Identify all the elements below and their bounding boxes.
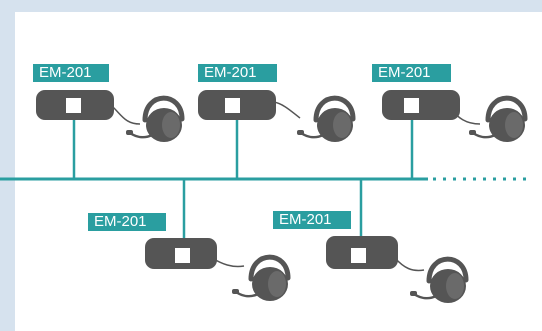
headset-icon: [410, 259, 466, 303]
unit-port: [175, 248, 190, 263]
station-1: [36, 90, 182, 142]
headset-icon: [126, 98, 182, 142]
unit-port: [66, 98, 81, 113]
station-2: [198, 90, 353, 142]
station-label: EM-201: [88, 213, 166, 231]
station-4: [145, 238, 288, 301]
headset-cable: [394, 257, 425, 272]
station-label: EM-201: [273, 211, 351, 229]
headset-cable: [112, 106, 141, 125]
station-label: EM-201: [33, 64, 109, 82]
unit-port: [351, 248, 366, 263]
headset-icon: [232, 257, 288, 301]
headset-icon: [297, 98, 353, 142]
station-label: EM-201: [198, 64, 277, 82]
station-label: EM-201: [372, 64, 451, 82]
unit-port: [225, 98, 240, 113]
unit-port: [404, 98, 419, 113]
station-5: [326, 236, 466, 303]
station-3: [382, 90, 525, 142]
headset-cable: [273, 101, 301, 119]
headset-icon: [469, 98, 525, 142]
intercom-unit: [382, 90, 460, 120]
